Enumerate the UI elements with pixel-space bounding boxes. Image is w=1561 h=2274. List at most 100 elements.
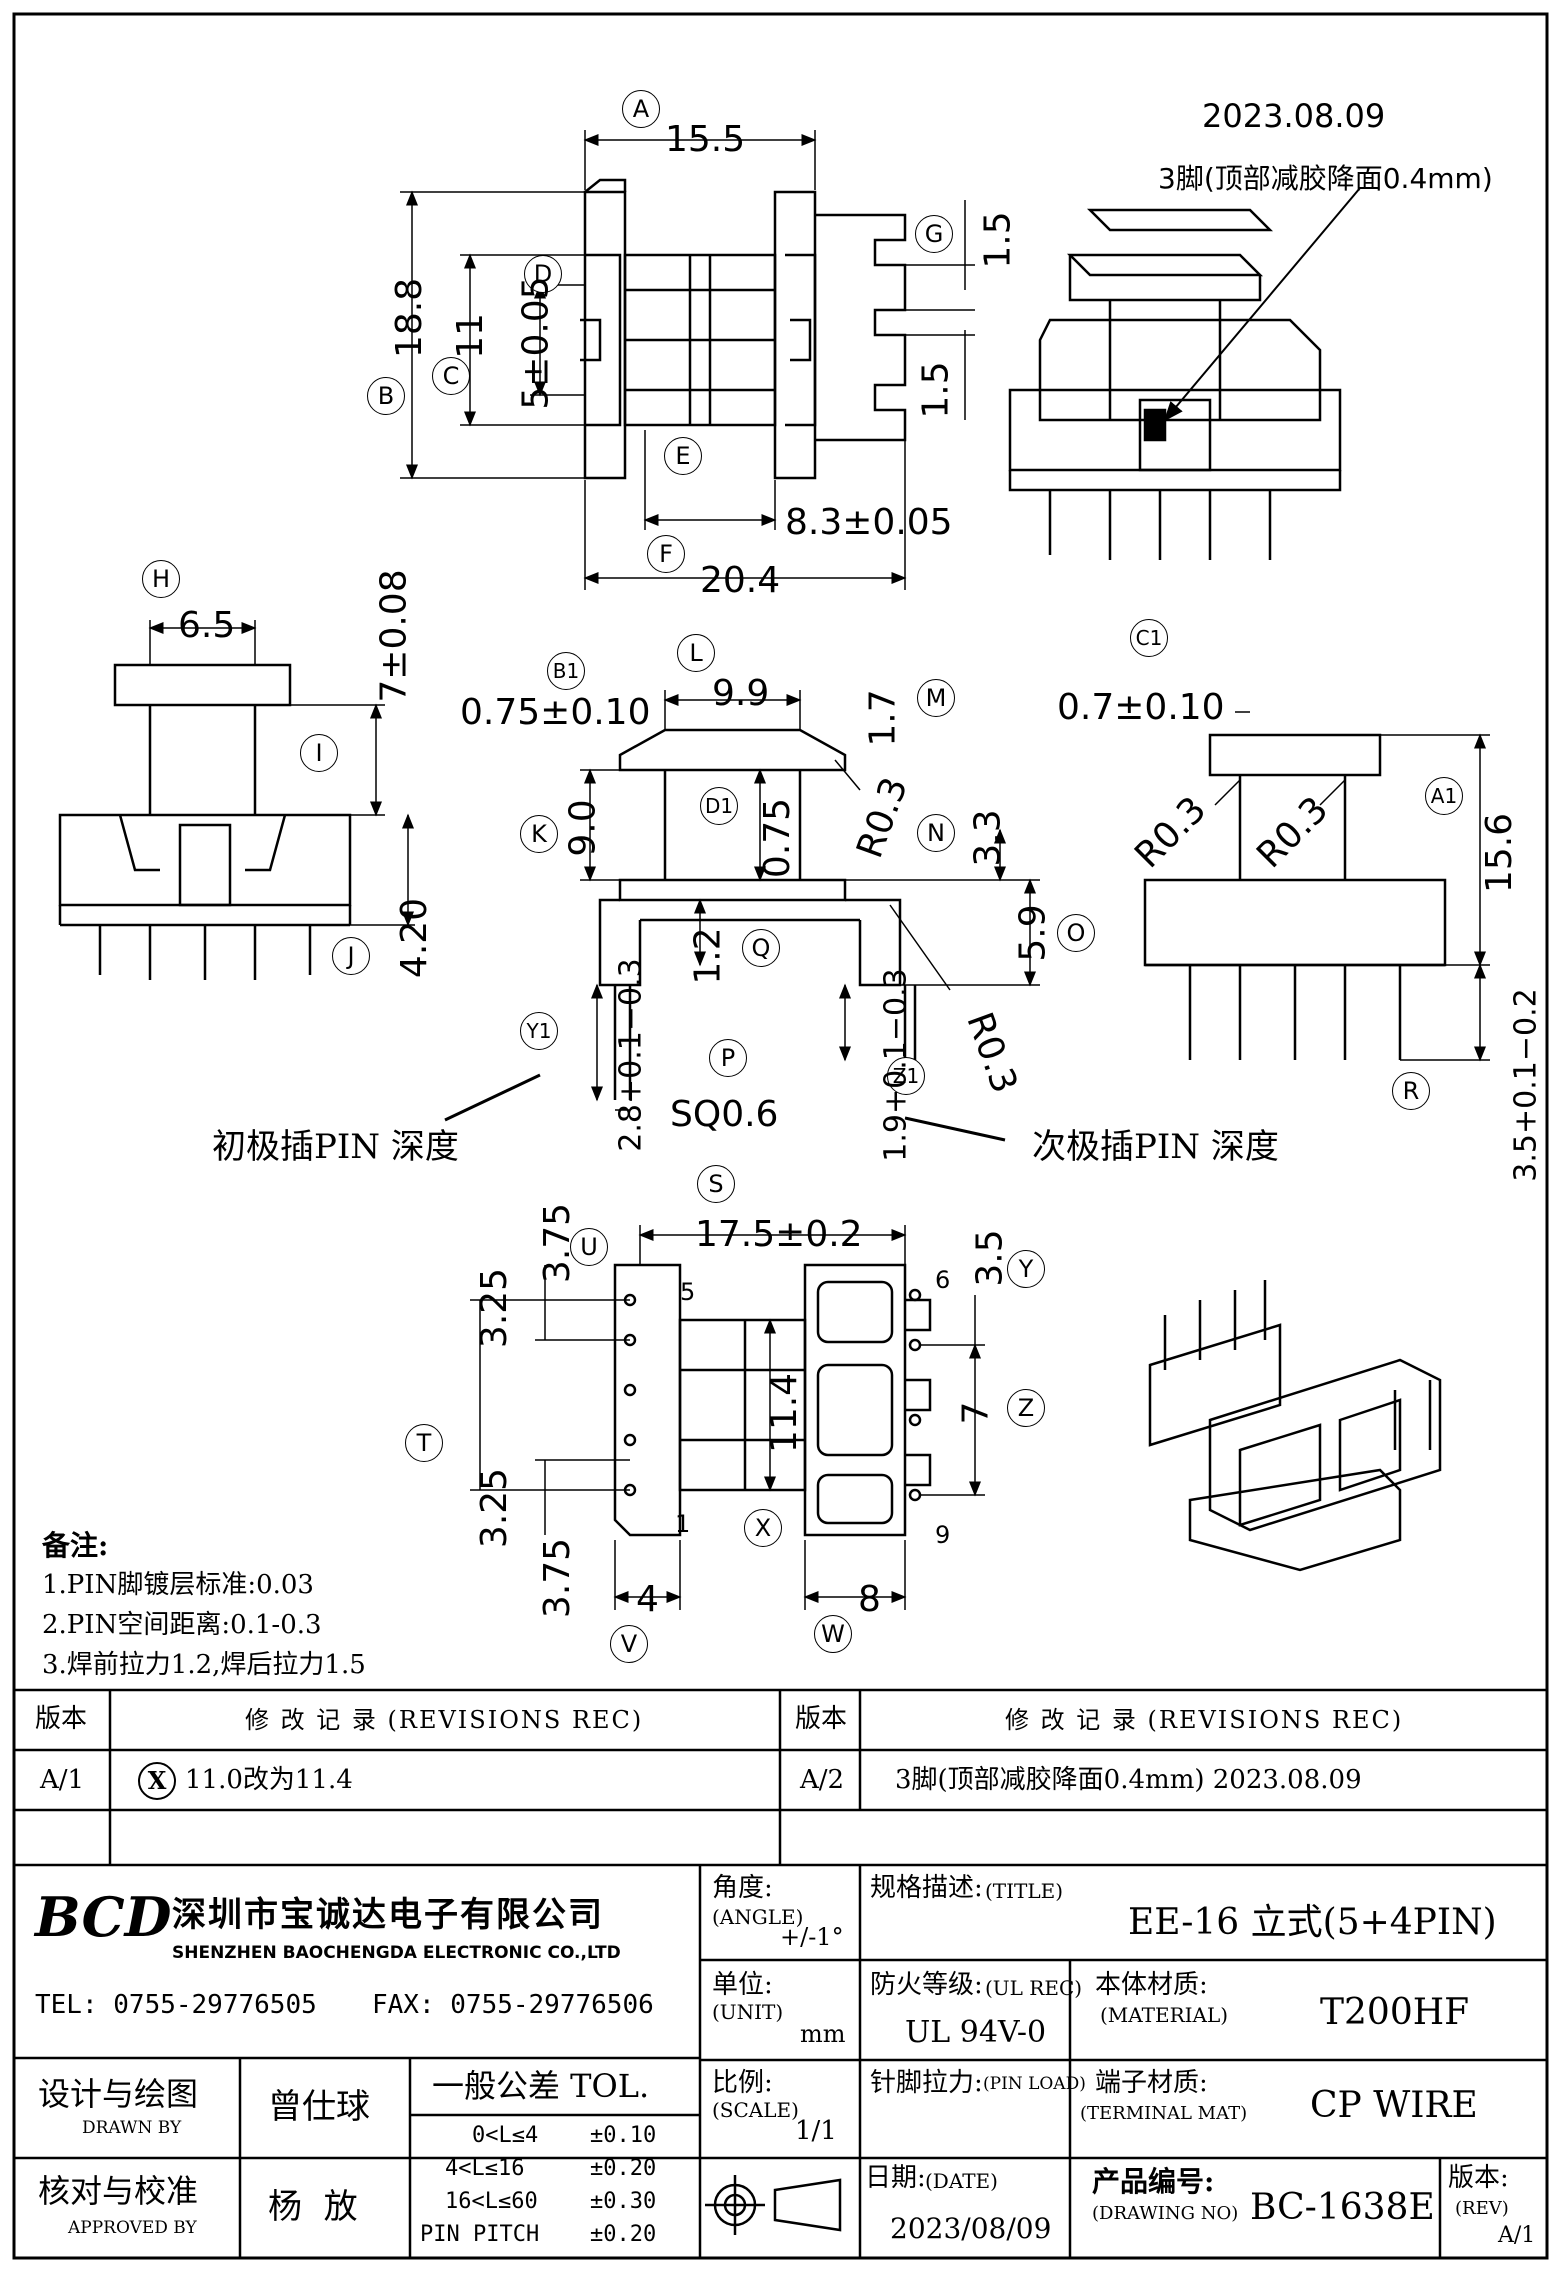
- rev-col-version-right: 版本: [795, 1704, 848, 1734]
- scale-value: 1/1: [795, 2116, 837, 2146]
- tolerance-title: 一般公差 TOL.: [432, 2067, 650, 2105]
- circle-label-a1: A1: [1425, 777, 1463, 815]
- angle-label-en: (ANGLE): [712, 1905, 804, 1929]
- rev-right-version: A/2: [800, 1765, 845, 1795]
- terminal-value: CP WIRE: [1310, 2085, 1478, 2126]
- unit-label-en: (UNIT): [712, 2000, 784, 2024]
- side-view-right-dims: [1214, 711, 1490, 1062]
- tolerance-value: ±0.10: [590, 2123, 657, 2148]
- terminal-label: 端子材质:: [1095, 2068, 1208, 2098]
- circle-label-x: X: [744, 1509, 782, 1547]
- approved-by-label-en: APPROVED BY: [68, 2218, 197, 2238]
- dim-s: 17.5±0.2: [695, 1214, 863, 1255]
- circle-label-h: H: [142, 560, 180, 598]
- tolerance-value: ±0.20: [590, 2156, 657, 2181]
- dim-g2: 1.5: [915, 361, 957, 419]
- dim-v: 4: [636, 1579, 659, 1620]
- circle-label-d: D: [524, 255, 562, 293]
- top-view: [580, 178, 907, 480]
- rev-col-version-left: 版本: [35, 1704, 88, 1734]
- circle-label-c1: C1: [1130, 619, 1168, 657]
- approved-by-value: 杨 放: [268, 2187, 358, 2227]
- company-tel: TEL: 0755-29776505: [35, 1990, 317, 2020]
- dim-c1: 0.7±0.10: [1057, 687, 1225, 728]
- dim-y: 3.5: [969, 1229, 1011, 1287]
- secondary-depth-label: 次极插PIN 深度: [1032, 1127, 1279, 1167]
- title-label: 规格描述:: [870, 1873, 983, 1903]
- rev-value: A/1: [1498, 2223, 1536, 2248]
- iso-view-bottom: [1148, 1280, 1442, 1572]
- rev-label-en: (REV): [1455, 2198, 1509, 2219]
- front-view-center-dims: [580, 690, 1040, 1111]
- dim-x: 11.4: [764, 1372, 806, 1454]
- circle-label-t: T: [405, 1424, 443, 1462]
- circle-label-d1: D1: [700, 787, 738, 825]
- circle-label-l: L: [677, 634, 715, 672]
- side-view-left: [58, 663, 352, 980]
- title-value: EE-16 立式(5+4PIN): [1128, 1902, 1497, 1943]
- drawn-by-label-en: DRAWN BY: [82, 2118, 182, 2138]
- ul-label: 防火等级:: [870, 1970, 983, 2000]
- note-item: 3.焊前拉力1.2,焊后拉力1.5: [42, 1650, 366, 1680]
- dim-e: 8.3±0.05: [785, 502, 953, 543]
- title-block-grid: [14, 1688, 1547, 2258]
- circle-label-w: W: [814, 1615, 852, 1653]
- pin-load-label-en: (PIN LOAD): [983, 2074, 1086, 2094]
- note-item: 2.PIN空间距离:0.1-0.3: [42, 1610, 322, 1640]
- circle-label-g: G: [915, 215, 953, 253]
- circle-label-e: E: [664, 437, 702, 475]
- dim-c: 11: [449, 313, 491, 359]
- scale-label-en: (SCALE): [712, 2098, 799, 2122]
- dim-a: 15.5: [665, 119, 746, 160]
- tolerance-range: 0<L≤4: [472, 2123, 539, 2148]
- rev-col-record-left: 修 改 记 录 (REVISIONS REC): [245, 1706, 644, 1734]
- sheet-border: [12, 12, 1549, 2260]
- circle-label-r: R: [1392, 1072, 1430, 1110]
- dim-p: SQ0.6: [670, 1094, 779, 1135]
- circle-label-o: O: [1057, 914, 1095, 952]
- date-value: 2023/08/09: [890, 2212, 1052, 2245]
- drawn-by-label: 设计与绘图: [38, 2075, 199, 2113]
- circle-label-c: C: [432, 357, 470, 395]
- dim-b: 18.8: [389, 277, 431, 359]
- date-label-en: (DATE): [925, 2169, 998, 2193]
- unit-value: mm: [800, 2020, 846, 2048]
- tolerance-value: ±0.20: [590, 2222, 657, 2247]
- circle-label-b1: B1: [547, 652, 585, 690]
- rev-left-version: A/1: [40, 1765, 85, 1795]
- pin-number-6: 6: [935, 1266, 951, 1294]
- drawing-no-value: BC-1638E: [1250, 2187, 1435, 2228]
- pin-load-label: 针脚拉力:: [870, 2068, 983, 2098]
- circle-label-f: F: [647, 535, 685, 573]
- dim-h: 6.5: [178, 605, 236, 646]
- company-name-en: SHENZHEN BAOCHENGDA ELECTRONIC CO.,LTD: [172, 1943, 621, 1963]
- rev-right-text: 3脚(顶部减胶降面0.4mm) 2023.08.09: [895, 1765, 1362, 1795]
- unit-label: 单位:: [712, 1970, 773, 2000]
- projection-symbol: [705, 2175, 842, 2235]
- ul-value: UL 94V-0: [905, 2015, 1047, 2050]
- dim-i: 7±0.08: [373, 569, 415, 703]
- circle-label-s: S: [697, 1165, 735, 1203]
- circle-label-u: U: [570, 1228, 608, 1266]
- dim-d: 5±0.05: [515, 276, 557, 410]
- circle-label-a: A: [622, 90, 660, 128]
- circle-label-p: P: [709, 1039, 747, 1077]
- company-logo: BCD: [35, 1885, 172, 1949]
- rev-label: 版本:: [1448, 2163, 1509, 2193]
- terminal-label-en: (TERMINAL MAT): [1080, 2103, 1248, 2124]
- side-view-left-dims: [148, 620, 415, 927]
- drawn-by-value: 曾仕球: [268, 2087, 370, 2127]
- circle-label-z: Z: [1007, 1389, 1045, 1427]
- pin-number-5: 5: [680, 1278, 696, 1306]
- circle-label-z1: Z1: [887, 1057, 925, 1095]
- circle-label-i: I: [300, 734, 338, 772]
- dim-z1: 1.9+0.1−0.3: [878, 968, 914, 1162]
- callout-leader: [1163, 187, 1361, 422]
- angle-value: +/-1°: [780, 1923, 844, 1951]
- top-view-dims: [400, 130, 975, 590]
- bottom-view-dims: [470, 1225, 985, 1610]
- pin-number-1: 1: [675, 1510, 691, 1538]
- dim-o: 5.9: [1012, 904, 1054, 962]
- dim-u: 3.75: [537, 1202, 579, 1284]
